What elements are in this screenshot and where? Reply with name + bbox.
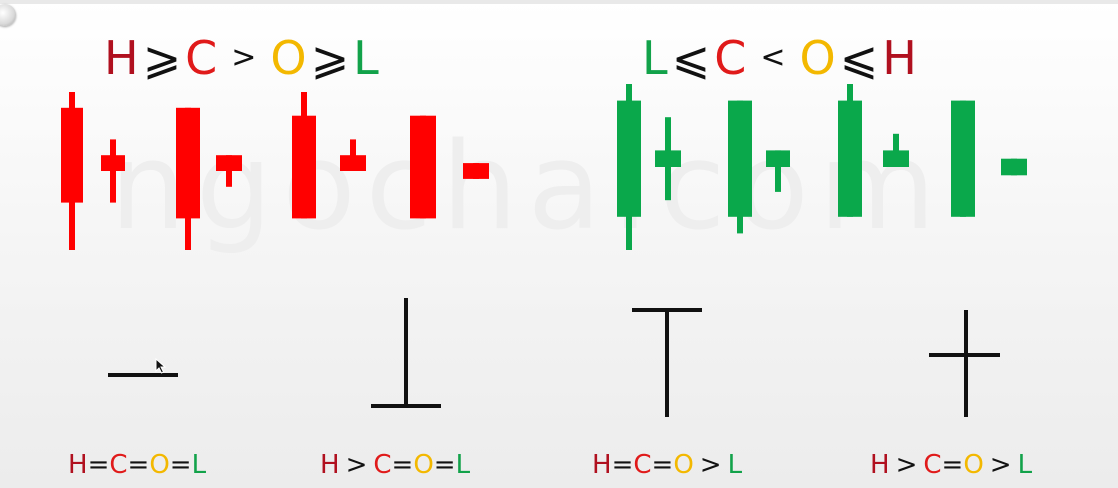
- bull-candle-2-body: [728, 100, 752, 217]
- bull-formula-part-4: O: [799, 31, 836, 85]
- bear-formula-part-3: >: [231, 40, 257, 75]
- bear-formula-part-1: ⩾: [142, 31, 182, 85]
- bear-formula-part-0: H: [104, 31, 139, 85]
- caption-gravestone-part-3: =: [391, 450, 414, 480]
- bull-candle-4: [838, 84, 862, 217]
- caption-dragonfly-part-1: =: [611, 450, 634, 480]
- caption-gravestone-doji: H > C=O=L: [320, 448, 470, 482]
- bull-formula-part-2: C: [714, 31, 747, 85]
- corner-knob-icon[interactable]: [0, 4, 16, 26]
- bull-formula-part-3: <: [760, 40, 786, 75]
- bear-candle-2-body: [176, 107, 200, 219]
- bull-candle-6-body: [951, 100, 975, 217]
- bear-formula-part-2: C: [185, 31, 218, 85]
- bull-candle-1: [655, 117, 681, 201]
- caption-cross-part-4: O: [963, 450, 984, 480]
- bull-candle-3-body: [766, 150, 790, 167]
- caption-flat-part-2: C: [109, 450, 128, 480]
- caption-dragonfly-part-6: L: [727, 450, 743, 480]
- bear-candle-4: [292, 92, 316, 219]
- caption-cross-part-1: >: [895, 450, 918, 480]
- bull-formula-part-6: H: [882, 31, 917, 85]
- caption-flat-part-3: =: [127, 450, 150, 480]
- bear-candle-3: [216, 155, 242, 187]
- caption-flat-part-5: =: [169, 450, 192, 480]
- bullish-formula: L⩽C<O⩽H: [642, 28, 917, 88]
- caption-flat-part-6: L: [191, 450, 207, 480]
- watermark: ngocha.com: [110, 118, 946, 257]
- bear-candle-4-body: [292, 115, 316, 219]
- caption-dragonfly-part-2: C: [633, 450, 652, 480]
- bear-candle-5-body: [340, 155, 366, 171]
- bear-formula-part-6: L: [353, 31, 379, 85]
- caption-gravestone-part-5: =: [433, 450, 456, 480]
- bear-candle-6-body: [410, 115, 436, 219]
- caption-flat-part-4: O: [149, 450, 170, 480]
- bear-candle-0: [61, 92, 83, 250]
- bear-candle-7-body: [463, 163, 489, 179]
- bull-formula-part-0: L: [642, 31, 668, 85]
- caption-gravestone-part-2: C: [373, 450, 392, 480]
- bearish-formula: H⩾C>O⩾L: [104, 28, 379, 88]
- caption-dragonfly-part-5: >: [699, 450, 722, 480]
- bear-candle-0-body: [61, 107, 83, 203]
- bear-formula-part-4: O: [270, 31, 307, 85]
- caption-dragonfly-part-0: H: [592, 450, 612, 480]
- top-bar: [0, 0, 1118, 4]
- bull-candle-6: [951, 100, 975, 217]
- caption-dragonfly-part-4: O: [673, 450, 694, 480]
- caption-cross-part-0: H: [870, 450, 890, 480]
- bull-formula-part-1: ⩽: [671, 31, 711, 85]
- caption-cross-part-2: C: [923, 450, 942, 480]
- bear-candle-2: [176, 107, 200, 250]
- caption-flat-part-0: H: [68, 450, 88, 480]
- bull-candle-0-body: [617, 100, 641, 217]
- bear-candle-3-body: [216, 155, 242, 171]
- bull-candle-3-wick: [775, 150, 781, 192]
- caption-gravestone-part-6: L: [455, 450, 471, 480]
- bear-formula-part-5: ⩾: [310, 31, 350, 85]
- bear-candle-1-body: [101, 155, 125, 171]
- mouse-cursor-icon: [155, 357, 167, 374]
- bear-candle-5: [340, 139, 366, 171]
- caption-cross-doji: H > C=O > L: [870, 448, 1032, 482]
- caption-cross-part-6: L: [1017, 450, 1033, 480]
- bull-candle-5-body: [883, 150, 909, 167]
- bear-candle-6: [410, 115, 436, 219]
- caption-cross-part-5: >: [989, 450, 1012, 480]
- caption-gravestone-part-1: >: [345, 450, 368, 480]
- caption-flat-part-1: =: [87, 450, 110, 480]
- bull-candle-1-body: [655, 150, 681, 167]
- caption-gravestone-part-4: O: [413, 450, 434, 480]
- bull-candle-2: [728, 100, 752, 234]
- bull-candle-0: [617, 84, 641, 250]
- caption-gravestone-part-0: H: [320, 450, 340, 480]
- caption-cross-part-3: =: [941, 450, 964, 480]
- bull-candle-7: [1001, 158, 1027, 176]
- bull-candle-5: [883, 133, 909, 167]
- caption-flat-doji: H=C=O=L: [68, 448, 206, 482]
- bull-candle-4-body: [838, 100, 862, 217]
- bear-candle-1: [101, 139, 125, 203]
- bull-formula-part-5: ⩽: [839, 31, 879, 85]
- caption-dragonfly-part-3: =: [651, 450, 674, 480]
- bull-candle-3: [766, 150, 790, 192]
- bull-candle-7-body: [1001, 158, 1027, 176]
- bear-candle-7: [463, 163, 489, 179]
- caption-dragonfly-doji: H=C=O > L: [592, 448, 742, 482]
